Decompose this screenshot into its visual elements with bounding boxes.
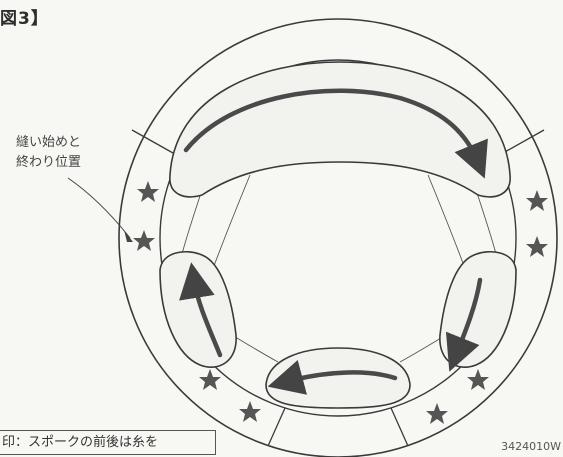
figure-caption: 印：スポークの前後は糸を: [0, 430, 216, 455]
arrow-icon: [183, 88, 488, 179]
stitch-markers: [133, 181, 548, 424]
star-icon: [239, 401, 261, 422]
arrow-icon: [267, 359, 398, 395]
figure-number: 図3】: [0, 9, 49, 29]
star-icon: [199, 369, 221, 390]
rim-seams: [131, 129, 545, 447]
inner-rim: [159, 59, 517, 417]
stitch-arrows: [179, 88, 488, 395]
star-icon: [526, 190, 548, 211]
star-icon: [526, 236, 548, 257]
seam-upper-left: [131, 129, 174, 154]
callout-leader-line: [67, 177, 131, 239]
stitch-start-end-label: 縫い始めと 終わり位置: [16, 133, 86, 173]
star-icon: [137, 181, 159, 202]
top-spoke-pad: [169, 61, 511, 198]
seam-bottom-left: [267, 407, 286, 447]
star-icon: [133, 230, 155, 251]
right-spoke-pad: [439, 251, 517, 368]
outer-rim: [118, 18, 558, 457]
left-spoke-pad: [159, 251, 237, 368]
callout-line-1: 縫い始めと: [16, 135, 82, 150]
callout-leader-arrowhead: [124, 230, 133, 242]
lower-hub-line-left: [231, 334, 279, 363]
seam-bottom-right: [390, 407, 409, 447]
arrow-icon: [445, 277, 483, 372]
figure-code: 3424010W: [501, 440, 561, 453]
star-icon: [467, 369, 489, 390]
seam-upper-right: [502, 129, 545, 154]
star-icon: [426, 403, 448, 424]
arrow-icon: [179, 262, 223, 358]
callout-line-2: 終わり位置: [16, 155, 82, 170]
